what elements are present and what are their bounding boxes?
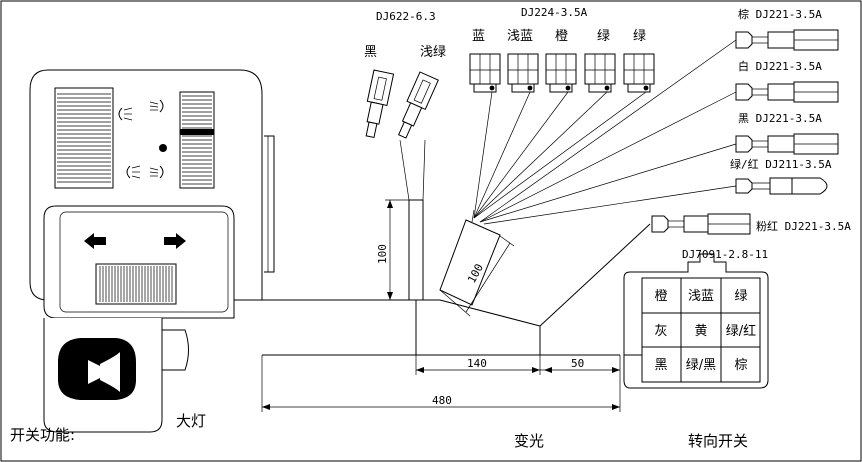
dim-480: 480 xyxy=(432,394,452,407)
label-right-green-red: 绿/红 DJ211-3.5A xyxy=(730,157,832,171)
label-dj7091: DJ7091-2.8-11 xyxy=(682,248,768,261)
horn-icon xyxy=(88,352,120,392)
right-connector-white xyxy=(735,81,839,103)
grid-cell-2-2: 棕 xyxy=(734,358,747,373)
grid-cell-0-0: 橙 xyxy=(654,289,667,304)
label-switch-functions: 开关功能: xyxy=(10,426,75,444)
grid-cell-2-1: 绿/黑 xyxy=(686,358,716,373)
dim-140: 140 xyxy=(467,357,487,370)
grid-cell-1-0: 灰 xyxy=(654,324,667,339)
label-top-light-blue: 浅蓝 xyxy=(507,29,533,44)
right-connector-brown xyxy=(735,29,839,51)
headlight-low-icon xyxy=(149,99,164,113)
label-dj622: DJ622-6.3 xyxy=(376,10,436,23)
label-dj224: DJ224-3.5A xyxy=(521,6,588,19)
dj224-connector-green-1 xyxy=(584,53,616,93)
label-headlight: 大灯 xyxy=(176,412,206,430)
label-top-green-1: 绿 xyxy=(597,29,610,44)
dj7091-connector xyxy=(623,253,769,389)
dj622-wire-bundle xyxy=(399,139,426,301)
grid-cell-0-1: 浅蓝 xyxy=(688,289,714,304)
dj224-wire-bundle xyxy=(439,209,501,306)
dj224-connector-green-2 xyxy=(623,53,655,93)
grid-cell-0-2: 绿 xyxy=(734,289,747,304)
right-arrow-icon xyxy=(164,233,186,249)
dj224-connector-orange xyxy=(545,53,577,93)
label-turn-switch: 转向开关 xyxy=(688,432,748,450)
grid-cell-2-0: 黑 xyxy=(654,358,667,373)
label-top-green-2: 绿 xyxy=(633,29,646,44)
indicator-dot xyxy=(159,144,167,152)
switch-housing xyxy=(29,69,275,433)
label-right-black: 黑 DJ221-3.5A xyxy=(738,112,822,125)
dim-50: 50 xyxy=(571,357,584,370)
dj622-connector-light-green xyxy=(397,71,439,139)
dimension-lines xyxy=(261,199,621,412)
grid-cell-1-1: 黄 xyxy=(694,324,707,339)
left-arrow-icon xyxy=(84,233,106,249)
headlight-high-icon xyxy=(118,107,133,121)
dimmer-indicator-bar xyxy=(180,129,214,135)
turn-lamp-icon xyxy=(149,165,164,179)
position-lamp-icon xyxy=(126,165,141,179)
cable-trunk xyxy=(262,223,651,356)
dj224-connector-light-blue xyxy=(507,53,539,93)
label-right-brown: 棕 DJ221-3.5A xyxy=(738,7,822,21)
label-right-white: 白 DJ221-3.5A xyxy=(738,59,822,73)
dj622-connector-black xyxy=(365,69,395,139)
right-connector-green-red xyxy=(735,177,828,195)
label-right-pink-red: 粉红 DJ221-3.5A xyxy=(756,220,851,233)
grid-cell-1-2: 绿/红 xyxy=(726,323,756,339)
label-wire-light-green: 浅绿 xyxy=(420,45,446,60)
label-wire-black: 黑 xyxy=(364,45,377,60)
dj224-connector-blue xyxy=(469,53,501,93)
right-connector-pink-red xyxy=(651,213,751,235)
right-connector-black xyxy=(735,133,839,155)
dim-100-vertical: 100 xyxy=(376,244,389,264)
label-top-orange: 橙 xyxy=(555,29,568,44)
label-dimmer: 变光 xyxy=(514,432,544,450)
label-top-blue: 蓝 xyxy=(472,29,485,44)
turn-switch-panel xyxy=(43,205,235,319)
